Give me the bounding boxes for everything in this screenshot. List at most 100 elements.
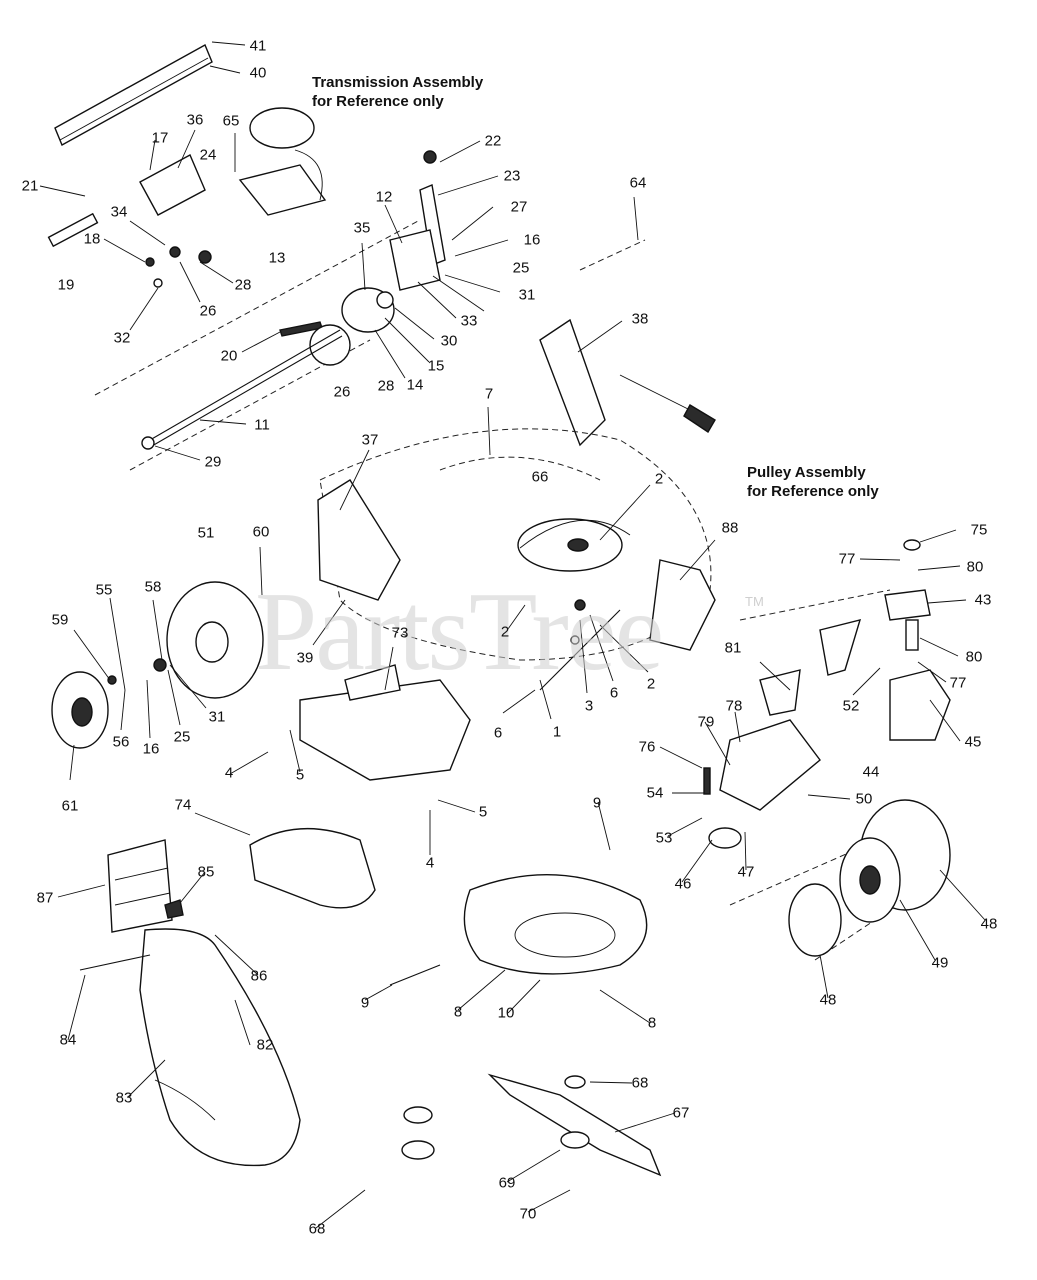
callout-9b: 9 xyxy=(360,994,370,1012)
adapter-69-part xyxy=(560,1131,590,1149)
transmission-belt-line xyxy=(294,149,323,201)
callout-75: 75 xyxy=(970,521,988,539)
callout-1: 1 xyxy=(552,723,562,741)
handle-bar-part xyxy=(54,44,213,146)
cable-end-part xyxy=(683,404,716,433)
bracket-part xyxy=(139,154,206,216)
callout-41: 41 xyxy=(249,37,267,55)
callout-54: 54 xyxy=(646,784,664,802)
rear-flap-part xyxy=(299,679,471,781)
callout-33: 33 xyxy=(460,312,478,330)
callout-9: 9 xyxy=(592,794,602,812)
callout-70: 70 xyxy=(519,1205,537,1223)
callout-35: 35 xyxy=(353,219,371,237)
callout-31: 31 xyxy=(518,286,536,304)
callout-66: 66 xyxy=(531,468,549,486)
callout-58: 58 xyxy=(144,578,162,596)
bag-frame-rail xyxy=(114,892,171,906)
callout-67: 67 xyxy=(672,1104,690,1122)
callout-36: 36 xyxy=(186,111,204,129)
transmission-caption-line2: for Reference only xyxy=(312,93,444,110)
callout-55: 55 xyxy=(95,581,113,599)
bolt-part xyxy=(107,675,117,685)
callout-24: 24 xyxy=(199,146,217,164)
bearing-part xyxy=(376,291,394,309)
deck-outline xyxy=(439,456,601,481)
callout-68: 68 xyxy=(631,1074,649,1092)
axis-line xyxy=(739,589,891,621)
callout-18: 18 xyxy=(83,230,101,248)
washer-part xyxy=(198,250,212,264)
callout-5: 5 xyxy=(295,766,305,784)
callout-17: 17 xyxy=(151,129,169,147)
washer-part xyxy=(570,635,580,645)
callout-47: 47 xyxy=(737,863,755,881)
callout-77b: 77 xyxy=(949,674,967,692)
callout-27: 27 xyxy=(510,198,528,216)
baffle-part xyxy=(649,559,716,651)
callout-85: 85 xyxy=(197,863,215,881)
callout-44: 44 xyxy=(862,763,880,781)
latch-85-part xyxy=(164,899,184,919)
callout-87: 87 xyxy=(36,889,54,907)
nut-part xyxy=(153,658,167,672)
pulley-caption: Pulley Assembly for Reference only xyxy=(747,463,879,501)
blade-part xyxy=(487,1073,662,1177)
washer-part xyxy=(169,246,181,258)
rod-84-part xyxy=(79,954,151,971)
callout-2c: 2 xyxy=(646,675,656,693)
callout-88: 88 xyxy=(721,519,739,537)
bracket-45-part xyxy=(889,669,951,741)
callout-14: 14 xyxy=(406,376,424,394)
callout-61: 61 xyxy=(61,797,79,815)
callout-28: 28 xyxy=(234,276,252,294)
axis-line xyxy=(729,814,936,906)
hubcap-48-part xyxy=(788,883,842,957)
tire-hub-part xyxy=(859,865,881,895)
callout-46: 46 xyxy=(674,875,692,893)
callout-38: 38 xyxy=(631,310,649,328)
transmission-pulley-part xyxy=(249,107,315,149)
nut-part xyxy=(574,599,586,611)
callout-37: 37 xyxy=(361,431,379,449)
callout-39: 39 xyxy=(296,649,314,667)
pulley-caption-line1: Pulley Assembly xyxy=(747,464,866,481)
callout-74: 74 xyxy=(174,796,192,814)
callout-6: 6 xyxy=(493,724,503,742)
callout-86: 86 xyxy=(250,967,268,985)
callout-43: 43 xyxy=(974,591,992,609)
bolt-76-part xyxy=(703,767,711,795)
callout-48b: 48 xyxy=(819,991,837,1009)
bag-frame-part xyxy=(107,839,173,933)
washer-part xyxy=(145,257,155,267)
shaft-part xyxy=(539,609,621,691)
callout-22: 22 xyxy=(484,132,502,150)
callout-29: 29 xyxy=(204,453,222,471)
bushing-part xyxy=(153,278,163,288)
blade-housing-part xyxy=(463,873,648,975)
callout-11: 11 xyxy=(254,416,270,434)
callout-19: 19 xyxy=(57,276,75,294)
callout-73: 73 xyxy=(391,624,409,642)
flap-clip-part xyxy=(344,664,401,701)
callout-48: 48 xyxy=(980,915,998,933)
axis-line xyxy=(579,239,646,271)
handle-bar-edge xyxy=(59,57,209,141)
callout-79: 79 xyxy=(697,713,715,731)
watermark: PartsTree xyxy=(255,570,664,694)
callout-25b: 25 xyxy=(173,728,191,746)
callout-59: 59 xyxy=(51,611,69,629)
callout-3: 3 xyxy=(584,697,594,715)
callout-31b: 31 xyxy=(208,708,226,726)
adapter-part xyxy=(403,1106,433,1124)
callout-8: 8 xyxy=(453,1003,463,1021)
side-bracket-part xyxy=(317,479,401,601)
belt-line xyxy=(519,519,631,549)
callout-32: 32 xyxy=(113,329,131,347)
leader-lines xyxy=(39,41,986,1229)
callout-16b: 16 xyxy=(142,740,160,758)
callout-64: 64 xyxy=(629,174,647,192)
drive-shaft-part xyxy=(149,329,341,441)
wheel-hub-part xyxy=(195,621,229,663)
callout-50: 50 xyxy=(855,790,873,808)
